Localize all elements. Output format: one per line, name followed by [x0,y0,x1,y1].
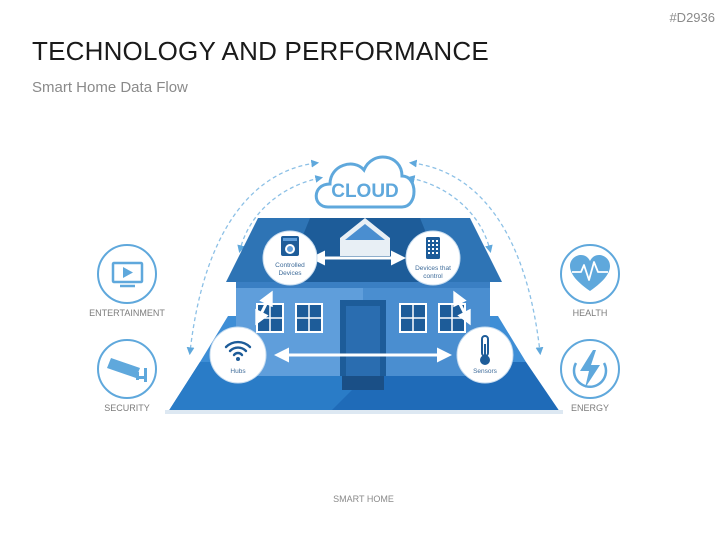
thermometer-icon [480,335,490,365]
svg-text:Devices: Devices [278,270,302,277]
slide-id: #D2936 [669,10,715,25]
heart-pulse-icon [570,255,610,291]
security-camera-icon [107,358,147,382]
category-security: SECURITY [97,339,157,413]
arc-outer-right [408,159,544,356]
data-flow-arcs [186,159,544,356]
node-arrows [255,250,471,363]
arc-inner-left [237,175,324,254]
node-hubs: Hubs [209,326,267,384]
page-subtitle: Smart Home Data Flow [32,79,188,96]
cloud-label: CLOUD [331,181,399,202]
svg-text:control: control [423,273,443,280]
control-panel-icon [426,237,440,259]
svg-text:Sensors: Sensors [473,368,498,375]
category-health: HEALTH [560,244,620,318]
wifi-icon [224,340,252,357]
category-label: ENERGY [571,403,609,413]
node-controlled-devices: Controlled Devices [262,230,318,286]
tv-icon [111,261,144,288]
category-entertainment: ENTERTAINMENT [89,244,165,318]
svg-text:Controlled: Controlled [275,262,305,269]
category-label: ENTERTAINMENT [89,308,165,318]
energy-bolt-icon [572,350,608,388]
svg-text:Hubs: Hubs [230,368,246,375]
category-label: SECURITY [104,403,150,413]
category-label: HEALTH [573,308,608,318]
node-devices-that-control: Devices that control [405,230,461,286]
svg-text:Devices that: Devices that [415,265,451,272]
node-sensors: Sensors [456,326,514,384]
arc-inner-right [406,175,493,254]
cloud-icon: CLOUD [314,155,416,209]
washing-machine-icon [281,236,299,256]
page-title: TECHNOLOGY AND PERFORMANCE [32,36,489,66]
category-energy: ENERGY [560,339,620,413]
footer-label: SMART HOME [333,494,394,504]
